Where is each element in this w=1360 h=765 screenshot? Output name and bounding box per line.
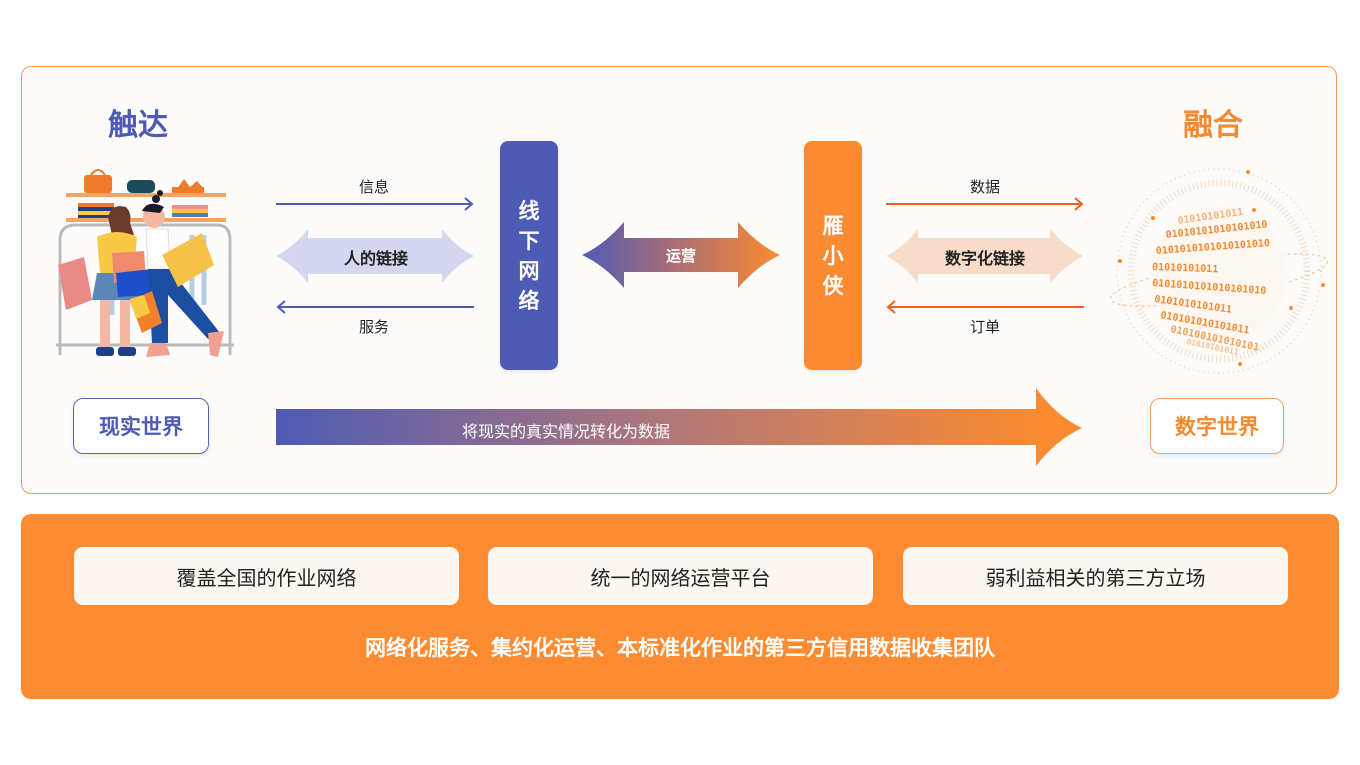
feature-card: 统一的网络运营平台 [488,547,873,605]
people-link-arrow [276,229,474,283]
shopping-people-illustration [56,169,234,357]
order-arrow-left [886,300,1084,314]
data-label: 数据 [969,178,1000,196]
shopping-box [162,233,214,287]
real-to-data-label: 将现实的真实情况转化为数据 [461,422,670,441]
shoes-icon [177,179,204,189]
yanxiaoxia-pillar: 雁小侠 [804,141,862,370]
people-link-label: 人的链接 [343,249,408,268]
feature-card: 弱利益相关的第三方立场 [903,547,1288,605]
feature-card: 覆盖全国的作业网络 [74,547,459,605]
offline-network-pillar: 线下网络 [500,141,558,370]
digital-link-arrow [886,229,1083,283]
offline-network-label: 线下网络 [518,198,540,313]
svg-text:01010101011: 01010101011 [1152,262,1219,275]
operations-label: 运营 [665,247,696,265]
reach-title: 触达 [108,108,168,143]
real-to-data-arrow [276,388,1082,466]
fusion-title: 融合 [1183,108,1243,143]
info-label: 信息 [358,178,389,196]
real-world-box: 现实世界 [73,398,209,454]
digital-link-label: 数字化链接 [944,249,1025,268]
service-label: 服务 [358,318,389,336]
bag-icon [84,175,112,193]
shelf-top [66,193,226,197]
order-label: 订单 [969,318,1000,336]
operations-arrow [582,222,780,288]
bottom-panel [21,514,1339,699]
binary-globe-illustration: 01010101011 01010101010101010 0101010101… [1110,168,1328,374]
summary-text: 网络化服务、集约化运营、本标准化作业的第三方信用数据收集团队 [365,636,995,660]
digital-world-box: 数字世界 [1150,398,1284,454]
info-arrow-right [276,197,474,211]
shopping-bag [58,257,92,310]
data-arrow-right [886,197,1084,211]
yanxiaoxia-label: 雁小侠 [822,213,844,298]
purse-icon [127,180,155,193]
service-arrow-left [276,300,474,314]
